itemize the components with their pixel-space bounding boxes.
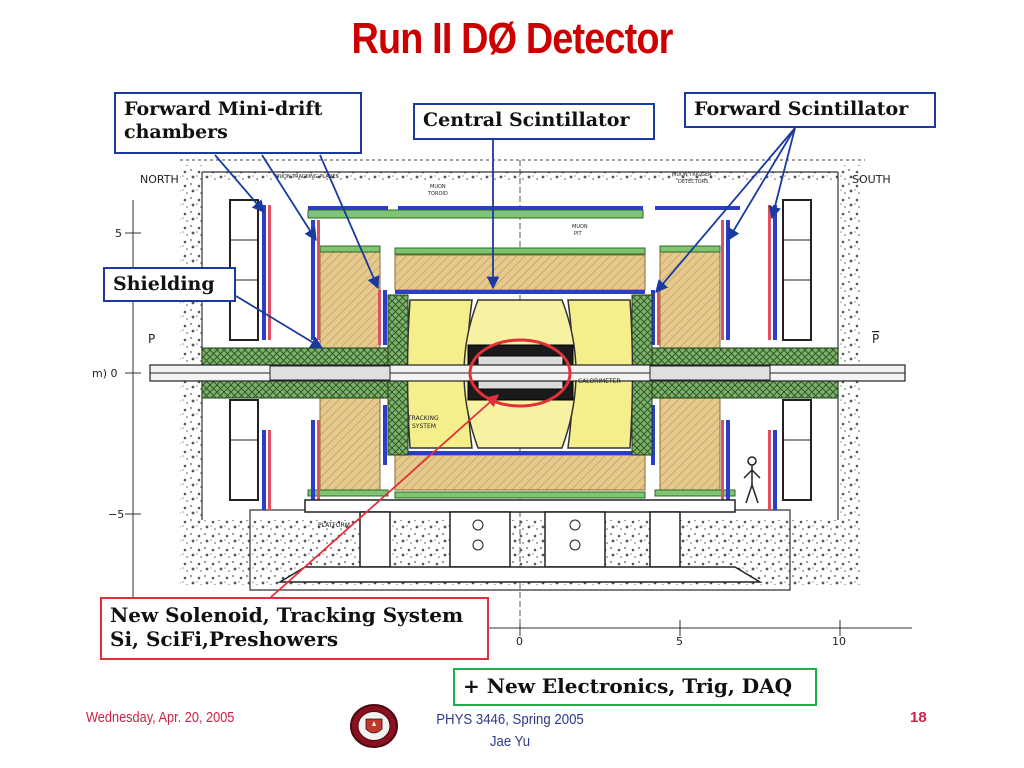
- scintillator-lines: [262, 205, 777, 510]
- muon-toroid: [319, 249, 721, 496]
- central-scintillator-callout: Central Scintillator: [413, 103, 655, 140]
- page-number: 18: [910, 709, 927, 726]
- shielding-callout: Shielding: [103, 267, 236, 302]
- muon-toroid-label-2: TOROID: [427, 191, 448, 197]
- x-tick-10: 10: [832, 635, 846, 648]
- platform: [277, 499, 763, 583]
- university-seal-icon: [350, 704, 398, 748]
- muon-trigger-label-1: MUON TRIGGER: [672, 172, 712, 178]
- calorimeter-label: CALORIMETER: [578, 378, 621, 385]
- person-figure: [743, 456, 761, 504]
- forward-mini-drift-callout: Forward Mini-drift chambers: [114, 92, 362, 154]
- mini-drift-layers: [268, 205, 771, 510]
- forward-scintillator-callout: Forward Scintillator: [684, 92, 936, 128]
- muon-pit-label-1: MUON: [572, 224, 588, 230]
- tracker-highlight-ellipse: [468, 338, 572, 408]
- footer-instructor: Jae Yu: [489, 733, 531, 750]
- proton-label: P: [148, 332, 155, 346]
- antiproton-label: P: [872, 332, 879, 346]
- platform-label: PLATFORM: [318, 522, 350, 529]
- x-tick-0: 0: [516, 635, 523, 648]
- beam-pipe: [149, 364, 906, 382]
- muon-tracking-planes-label: MUON TRACKING PLANES: [275, 174, 339, 180]
- detector-diagram: NORTH SOUTH MUON TRACKING PLANES MUON TO…: [92, 127, 912, 648]
- new-solenoid-arrow: [269, 394, 499, 599]
- forward-mini-drift-line-1: Forward Mini-drift: [124, 98, 323, 120]
- muon-trigger-label-2: DETECTORS: [678, 179, 708, 185]
- new-solenoid-line-2: Si, SciFi,Preshowers: [110, 627, 339, 651]
- muon-toroid-label-1: MUON: [430, 184, 446, 190]
- north-label: NORTH: [140, 173, 179, 186]
- iron-layers: [307, 209, 736, 499]
- tracking-system-label-2: SYSTEM: [412, 423, 436, 430]
- tracking-system-label-1: TRACKING: [407, 415, 439, 422]
- south-label: SOUTH: [852, 173, 891, 186]
- footer-course: PHYS 3446, Spring 2005 Jae Yu: [409, 709, 611, 753]
- new-electronics-callout: + New Electronics, Trig, DAQ: [453, 668, 817, 706]
- y-tick-minus-5: −5: [108, 508, 124, 521]
- footer-course-name: PHYS 3446, Spring 2005: [436, 711, 584, 728]
- muon-pit-label-2: PIT: [574, 231, 582, 237]
- mini-drift-arrows: [214, 154, 380, 290]
- shielding-arrow: [235, 295, 324, 349]
- x-tick-5: 5: [676, 635, 683, 648]
- new-solenoid-callout: New Solenoid, Tracking System Si, SciFi,…: [100, 597, 489, 660]
- footer-date: Wednesday, Apr. 20, 2005: [86, 709, 235, 726]
- y-tick-5: 5: [115, 227, 122, 240]
- slide-title: Run II DØ Detector: [351, 14, 674, 63]
- outer-muon-frames: [229, 199, 812, 501]
- forward-scintillator-arrows: [655, 127, 796, 293]
- y-axis-unit-label: m) 0: [92, 367, 118, 380]
- forward-mini-drift-line-2: chambers: [124, 120, 228, 143]
- new-solenoid-line-1: New Solenoid, Tracking System: [110, 603, 464, 627]
